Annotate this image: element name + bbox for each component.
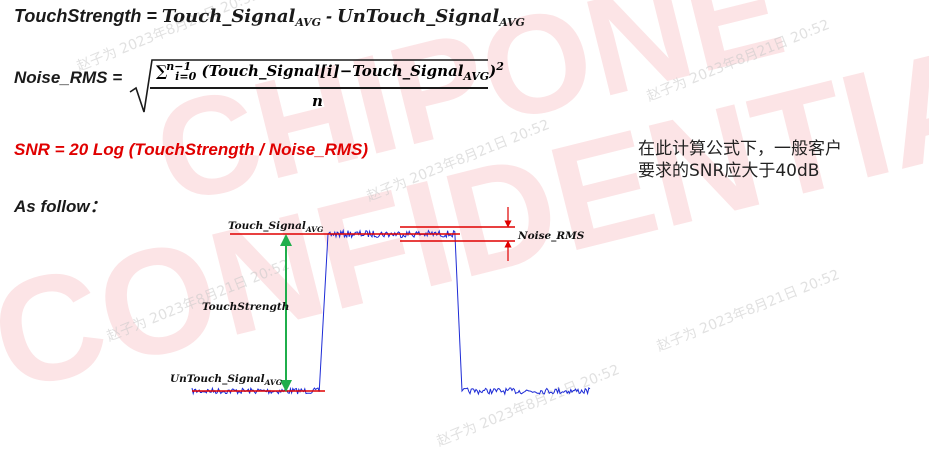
snr-formula: SNR = 20 Log (TouchStrength / Noise_RMS) — [14, 140, 369, 159]
noise-rms-plot-label: Noise_RMS — [517, 230, 585, 243]
numerator-power: 2 — [496, 60, 504, 73]
touch-signal-sub: AVG — [295, 16, 321, 29]
noise-rms-denominator: n — [312, 92, 323, 110]
note-line-2: 要求的SNR应大于40dB — [638, 161, 820, 181]
radical-sign — [129, 59, 488, 113]
as-follow-label: As follow： — [14, 197, 107, 216]
numerator-body: (Touch_Signal[i]−Touch_Signal — [201, 62, 464, 80]
touch-strength-plot-label: TouchStrength — [202, 301, 289, 313]
touch-signal-avg-label: Touch_SignalAVG — [228, 220, 324, 234]
watermark-text: 赵子为 2023年8月21日 20:52 — [654, 266, 842, 355]
noise-rms-numerator: ∑n−1i=0 (Touch_Signal[i]−Touch_SignalAVG… — [156, 60, 504, 83]
sum-symbol: ∑ — [156, 62, 168, 80]
noise-rms-label: Noise_RMS = — [14, 68, 123, 87]
numerator-tail: ) — [489, 62, 497, 80]
untouch-signal-sub: AVG — [499, 16, 525, 29]
touch-signal-term: Touch_Signal — [161, 6, 296, 27]
touch-strength-lhs: TouchStrength = — [14, 6, 162, 26]
noise-rms-lhs: Noise_RMS = — [14, 68, 122, 88]
untouch-signal-avg-label: UnTouch_SignalAVG — [170, 373, 283, 387]
touch-strength-formula: TouchStrength = Touch_SignalAVG - UnTouc… — [14, 6, 525, 29]
numerator-sub: AVG — [463, 70, 490, 83]
note-line-1: 在此计算公式下，一般客户 — [638, 139, 842, 159]
snr-requirement-note: 在此计算公式下，一般客户 要求的SNR应大于40dB — [638, 138, 928, 182]
touch-signal-plot: Touch_SignalAVG Noise_RMS TouchStrength … — [170, 207, 591, 396]
watermark-text: 赵子为 2023年8月21日 20:52 — [644, 16, 832, 105]
watermark-text: 赵子为 2023年8月21日 20:52 — [364, 116, 552, 205]
sum-upper: n−1 — [166, 60, 192, 73]
minus-sign: - — [321, 6, 337, 26]
untouch-signal-term: UnTouch_Signal — [337, 6, 500, 27]
fraction-bar — [150, 87, 488, 89]
sum-lower: i=0 — [175, 70, 197, 83]
